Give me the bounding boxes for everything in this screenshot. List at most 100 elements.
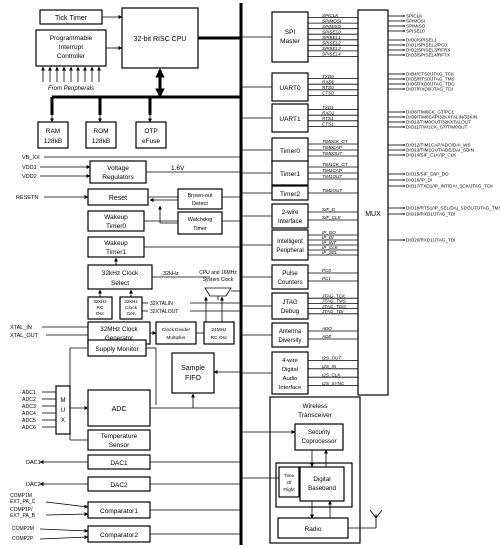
svg-text:I2S_OUT: I2S_OUT xyxy=(322,356,342,361)
dac1-block: DAC1 xyxy=(87,454,151,470)
svg-text:eFuse: eFuse xyxy=(142,138,160,145)
internal-signal-lines: SPICLKSPIMOSISPIMISOSPISEL0SPISEL1SPISEL… xyxy=(308,13,358,387)
svg-text:Supply Monitor: Supply Monitor xyxy=(95,346,139,353)
right-pin-19: DIO15/SIF_D/IP_DO xyxy=(388,172,449,177)
svg-text:IP_CLK: IP_CLK xyxy=(322,245,339,250)
svg-text:DIO10/TIM0OUT/32KXTALOUT: DIO10/TIM0OUT/32KXTALOUT xyxy=(406,120,471,125)
right-pin-1: SPIMOSI xyxy=(388,19,425,24)
svg-text:I2S_IN: I2S_IN xyxy=(322,364,337,369)
svg-text:TIM0CAP: TIM0CAP xyxy=(322,145,343,150)
interrupt-controller-block: Programmable Interrupt Controller xyxy=(35,29,107,67)
signal-audio-1: I2S_IN xyxy=(308,364,358,370)
time-of-flight-block: Time Of Flight xyxy=(278,466,300,498)
svg-text:RXD0: RXD0 xyxy=(322,79,335,84)
signal-spi-7: SPISEL4 xyxy=(308,52,358,57)
svg-text:ROM: ROM xyxy=(93,128,108,135)
left-pin-labels-xtal: XTAL_IN XTAL_OUT xyxy=(10,325,39,339)
left-pin-labels-adc: ADC1 ADC2 ADC3 ADC4 ADC5 ADC6 xyxy=(22,390,36,431)
signal-audio-3: I2S_SYNC xyxy=(308,381,358,387)
svg-text:Wakeup: Wakeup xyxy=(104,240,128,247)
signal-intperiph-0: IP_DO xyxy=(308,230,358,236)
svg-text:DIO12/TIM1CAP/ADO/DAI_WS: DIO12/TIM1CAP/ADO/DAI_WS xyxy=(406,143,471,148)
dac2-block: DAC2 xyxy=(87,476,151,492)
svg-text:TIM1CAP: TIM1CAP xyxy=(322,168,343,173)
sample-fifo-block: Sample FIFO xyxy=(171,352,215,394)
svg-text:UART0: UART0 xyxy=(279,85,301,92)
svg-text:DIO3/SPISEL4/RFTX: DIO3/SPISEL4/RFTX xyxy=(406,53,450,58)
svg-text:TXD0: TXD0 xyxy=(322,74,334,79)
svg-text:RC Osc: RC Osc xyxy=(211,335,228,341)
svg-text:MUX: MUX xyxy=(365,211,381,218)
right-pin-18: DIO14/SIF_CLK/IP_CLK xyxy=(388,153,457,158)
signal-audio-2: I2S_CLK xyxy=(308,372,358,378)
pulse-counters-block: Pulse Counters xyxy=(271,264,309,290)
svg-text:Diversity: Diversity xyxy=(278,338,301,344)
svg-text:SPIMISO: SPIMISO xyxy=(322,24,342,29)
svg-text:24MHz: 24MHz xyxy=(211,327,227,333)
svg-text:Digital: Digital xyxy=(282,367,298,373)
svg-text:Timer1: Timer1 xyxy=(106,249,126,256)
svg-text:Master: Master xyxy=(280,38,301,45)
svg-text:Of: Of xyxy=(287,480,293,485)
otp-efuse-block: OTP eFuse xyxy=(135,121,167,149)
baseband-group-outline xyxy=(275,462,353,508)
signal-jtag-1: JTAG_TMS xyxy=(308,299,358,304)
svg-text:JTAG: JTAG xyxy=(282,299,298,306)
clockgen32k-block: 32kHz Clock Gen xyxy=(119,296,143,320)
io-mux-block: MUX xyxy=(357,9,389,396)
ram-block: RAM 128kB xyxy=(37,121,69,149)
signal-timer1-0: TIM1CK_GT xyxy=(308,162,358,168)
svg-text:Timer1: Timer1 xyxy=(280,171,300,178)
svg-text:ADC1: ADC1 xyxy=(22,390,36,396)
svg-text:DIO19/RXD1/JTAG_TDI: DIO19/RXD1/JTAG_TDI xyxy=(406,212,455,217)
svg-text:Comparator2: Comparator2 xyxy=(100,532,138,539)
svg-text:ADO: ADO xyxy=(321,326,332,331)
signal-intperiph-4: IP_SEL xyxy=(308,250,358,256)
svg-text:SPISEL1: SPISEL1 xyxy=(322,35,341,40)
svg-text:VDD2: VDD2 xyxy=(22,174,37,180)
svg-text:Temperature: Temperature xyxy=(101,433,138,440)
signal-uart1-3: CTS1 xyxy=(308,122,358,127)
left-pin-labels-power: VB_XX VDD1 VDD2 RESETN xyxy=(16,155,40,201)
signal-uart1-2: RTS1 xyxy=(308,116,358,122)
svg-text:DIO0/SPISEL1: DIO0/SPISEL1 xyxy=(406,38,437,43)
svg-text:TIM2OUT: TIM2OUT xyxy=(322,188,343,193)
svg-text:SPIMOSI: SPIMOSI xyxy=(406,19,425,24)
svg-text:32-bit RISC CPU: 32-bit RISC CPU xyxy=(134,36,187,43)
svg-text:Flight: Flight xyxy=(283,487,295,492)
svg-text:DIO15/SIF_D/IP_DO: DIO15/SIF_D/IP_DO xyxy=(406,172,449,177)
svg-text:32kHz: 32kHz xyxy=(93,299,107,305)
svg-text:IP_INT: IP_INT xyxy=(322,240,337,245)
signal-uart0-0: TXD0 xyxy=(308,74,358,79)
svg-text:CTS0: CTS0 xyxy=(322,91,334,96)
signal-timer1-1: TIM1CAP xyxy=(308,168,358,174)
svg-text:Interface: Interface xyxy=(278,218,303,225)
antenna-icon xyxy=(369,509,383,528)
svg-text:IP_DO: IP_DO xyxy=(322,230,336,235)
svg-text:JTAG_TDO: JTAG_TDO xyxy=(321,304,346,309)
signal-uart0-3: CTS0 xyxy=(308,91,358,96)
signal-pulse-1: PC1 xyxy=(308,276,358,282)
digital-baseband-block: Digital Baseband xyxy=(299,466,345,502)
right-pin-17: DIO13/TIM1OUT/ADE/DAI_SDIN xyxy=(388,148,474,153)
rc24m-osc-block: 24MHz RC Osc xyxy=(203,321,235,345)
svg-text:System Clock: System Clock xyxy=(203,277,234,283)
adc-input-mux: M U X xyxy=(55,385,71,435)
signal-uart1-0: TXD1 xyxy=(308,105,358,110)
signal-spi-4: SPISEL1 xyxy=(308,35,358,41)
adc-block: ADC xyxy=(87,389,151,427)
clock-mux-symbol xyxy=(204,287,232,297)
pin-dac1: DAC1 xyxy=(26,460,41,466)
interrupt-input-arrows xyxy=(41,66,101,82)
svg-text:SPISEL0: SPISEL0 xyxy=(322,29,341,34)
svg-text:Transceiver: Transceiver xyxy=(298,412,333,419)
svg-text:Intelligent: Intelligent xyxy=(277,239,303,245)
svg-text:32XTALIN: 32XTALIN xyxy=(150,301,173,307)
right-pin-20: DIO16/IP_DI xyxy=(388,178,432,183)
right-pin-4: DIO0/SPISEL1 xyxy=(388,38,437,43)
svg-text:FIFO: FIFO xyxy=(185,375,201,382)
right-pin-6: DIO2/SPISEL3/RFRX xyxy=(388,48,450,53)
svg-text:UART1: UART1 xyxy=(279,116,301,123)
signal-uart1-1: RXD1 xyxy=(308,110,358,116)
jtag-debug-block: JTAG Debug xyxy=(271,292,309,320)
